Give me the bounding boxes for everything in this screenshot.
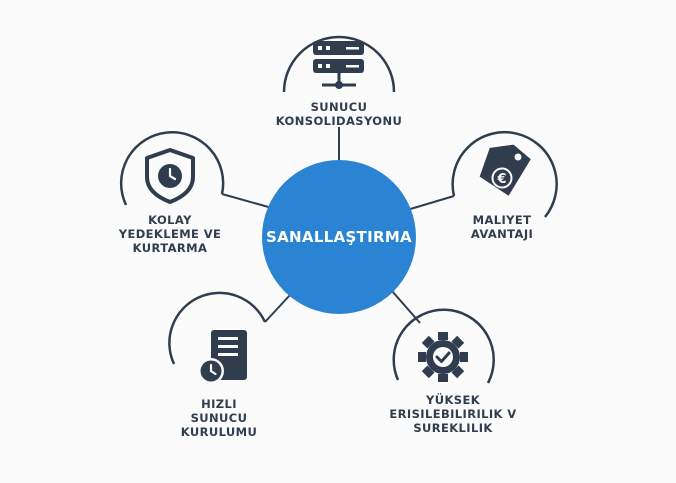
svg-text:€: €: [496, 172, 506, 187]
arc-server-consolidation: [282, 35, 396, 93]
label-line: KOLAY: [148, 213, 192, 227]
arc-cost-advantage: [451, 130, 558, 218]
server-rack-icon: [313, 41, 364, 89]
label-line: YEDEKLEME VE: [118, 227, 222, 241]
label-server-consolidation: SUNUCU KONSOLIDASYONU: [259, 100, 419, 128]
arc-high-availability: [392, 308, 495, 384]
label-line: SUNUCU: [190, 411, 248, 425]
connector-easy-backup-recovery: [221, 193, 273, 209]
label-line: KONSOLIDASYONU: [275, 114, 403, 128]
euro-price-tag-icon: €: [479, 144, 531, 196]
label-line: KURULUMU: [180, 425, 258, 439]
label-line: MALIYET: [472, 213, 532, 227]
label-cost-advantage: MALIYET AVANTAJI: [457, 213, 547, 241]
center-circle: [262, 160, 416, 314]
label-easy-backup-recovery: KOLAY YEDEKLEME VE KURTARMA: [104, 213, 236, 255]
label-line: SUREKLILIK: [413, 421, 493, 435]
center-label: SANALLAŞTIRMA: [266, 228, 412, 246]
arc-fast-server-setup: [168, 291, 267, 365]
label-line: HIZLI: [201, 397, 237, 411]
label-line: YÜKSEK: [425, 393, 481, 407]
connector-fast-server-setup: [264, 294, 291, 323]
label-line: ERISILEBILIRILIK V: [389, 407, 517, 421]
shield-clock-icon: [145, 148, 195, 204]
label-line: KURTARMA: [132, 241, 208, 255]
arc-easy-backup-recovery: [119, 131, 225, 206]
connector-cost-advantage: [406, 195, 455, 211]
gear-check-icon: [418, 332, 468, 382]
document-clock-icon: [198, 330, 247, 384]
label-fast-server-setup: HIZLI SUNUCU KURULUMU: [174, 397, 264, 439]
label-line: AVANTAJI: [470, 227, 534, 241]
label-line: SUNUCU: [310, 100, 368, 114]
label-high-availability: YÜKSEK ERISILEBILIRILIK V SUREKLILIK: [378, 393, 528, 435]
